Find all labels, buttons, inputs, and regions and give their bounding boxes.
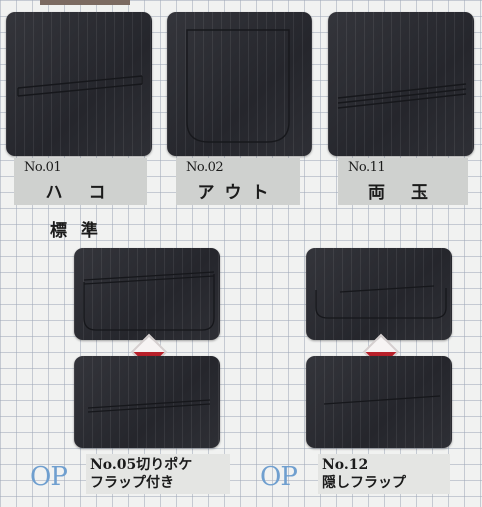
label-no02-name: アウト bbox=[197, 183, 279, 203]
label-no02: No.02 アウト bbox=[176, 158, 300, 205]
swatch-no12-flap bbox=[306, 248, 452, 340]
op-badge-no12: OP bbox=[260, 462, 298, 492]
flap-pocket-illustration bbox=[83, 271, 215, 331]
hidden-slit-illustration bbox=[323, 395, 441, 405]
swatch-no05-slit bbox=[74, 356, 220, 448]
label-no11: No.11 両 玉 bbox=[338, 158, 468, 205]
label-no11-code: No.11 bbox=[348, 160, 386, 175]
slit-pocket-illustration bbox=[87, 399, 211, 413]
label-no12-code: No.12 bbox=[322, 457, 369, 473]
swatch-patch-pocket bbox=[167, 12, 312, 156]
top-edge-strip bbox=[40, 0, 130, 5]
label-no12: No.12 隠しフラップ bbox=[318, 454, 450, 494]
swatch-no05-flap bbox=[74, 248, 220, 340]
swatch-welt-pocket bbox=[6, 12, 152, 156]
double-welt-illustration bbox=[337, 83, 467, 109]
label-no12-name: 隠しフラップ bbox=[322, 475, 406, 491]
label-no05-code: No.05切りポケ bbox=[90, 457, 193, 473]
welt-pocket-illustration bbox=[17, 75, 143, 97]
label-no01: No.01 ハ コ bbox=[14, 158, 147, 205]
swatch-double-welt bbox=[328, 12, 474, 156]
label-no01-name: ハ コ bbox=[45, 183, 116, 203]
label-no02-code: No.02 bbox=[186, 160, 224, 175]
swatch-no12-slit bbox=[306, 356, 452, 448]
label-no01-code: No.01 bbox=[24, 160, 62, 175]
hidden-flap-illustration bbox=[315, 285, 447, 319]
standard-label: 標 準 bbox=[50, 221, 102, 241]
label-no05-name: フラップ付き bbox=[90, 475, 174, 491]
label-no11-name: 両 玉 bbox=[368, 183, 438, 203]
op-badge-no05: OP bbox=[30, 462, 68, 492]
label-no05: No.05切りポケ フラップ付き bbox=[86, 454, 230, 494]
patch-pocket-illustration bbox=[186, 29, 290, 143]
